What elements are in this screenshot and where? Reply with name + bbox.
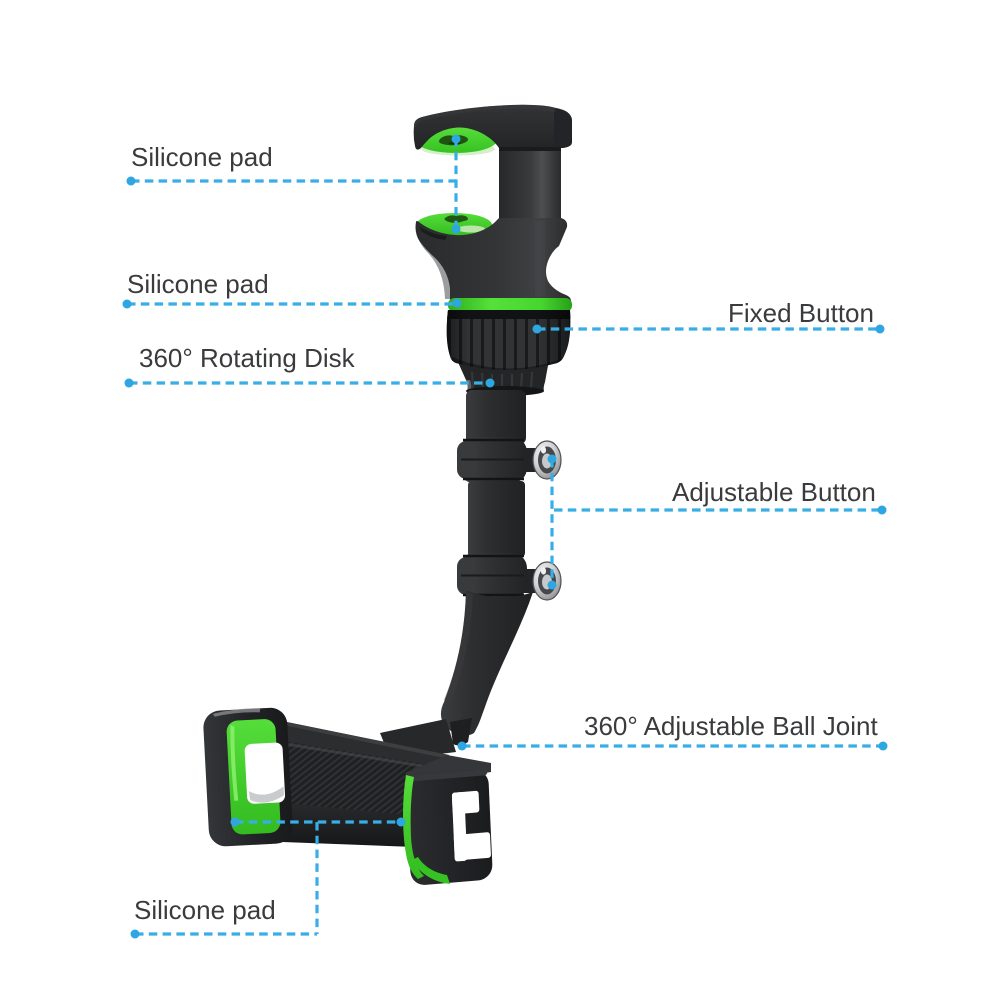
callout-dot: [878, 741, 888, 751]
foot-edge-highlight: [420, 242, 450, 299]
callout-dot: [877, 505, 887, 515]
callout-dots: [122, 134, 888, 939]
cradle-left-clamp: [203, 707, 293, 847]
callout-dot: [452, 298, 462, 308]
clamp-top-jaw: [413, 104, 572, 150]
label-silicone-pad-cradle: Silicone pad: [134, 895, 276, 925]
callout-dot: [532, 324, 542, 334]
left-clamp-top-edge-light: [212, 708, 261, 717]
callout-dot: [230, 817, 240, 827]
label-fixed-button: Fixed Button: [728, 298, 874, 328]
left-clamp-green-highlight: [230, 724, 239, 801]
arm-segment-2: [468, 481, 525, 557]
adjustable-button-2-highlight: [540, 567, 547, 575]
phone-cradle: [203, 707, 493, 885]
right-clamp-top-face: [408, 769, 488, 782]
callout-lines: [127, 138, 883, 936]
left-clamp-opening-wall: [248, 786, 285, 803]
callout-dot: [485, 378, 495, 388]
cradle-panel-seam: [276, 741, 450, 772]
cradle-right-clamp: [403, 755, 493, 885]
right-clamp-notch-top: [451, 790, 480, 815]
callout-dot: [451, 134, 461, 144]
callout-dot: [875, 324, 885, 334]
silicone-ring: [448, 298, 572, 312]
label-ball-joint: 360° Adjustable Ball Joint: [584, 711, 878, 741]
ball-joint-neck: [450, 718, 472, 746]
callout-dot: [130, 929, 140, 939]
callout-dot: [457, 741, 467, 751]
clamp-top-jaw-side: [554, 108, 572, 148]
rotating-disk-assembly: [446, 298, 572, 396]
left-clamp-opening: [244, 742, 286, 804]
bottom-pad-underside: [457, 225, 485, 233]
callout-dot: [122, 299, 132, 309]
arm-lower-bend: [440, 590, 533, 736]
arm-segment-1: [466, 390, 526, 444]
callout-dot: [547, 580, 557, 590]
callout-dot: [396, 817, 406, 827]
callout-dot: [126, 176, 136, 186]
clamp-column-seam: [499, 147, 561, 151]
disk-ribs: [446, 310, 571, 370]
clamp-bottom-jaw: [415, 218, 571, 301]
right-clamp-notch-bottom: [453, 832, 491, 861]
label-adjustable-button: Adjustable Button: [672, 477, 876, 507]
callout-dot: [124, 378, 134, 388]
label-silicone-pad-ring: Silicone pad: [127, 269, 269, 299]
bottom-jaw-lip: [420, 227, 447, 240]
arm-lower-highlight: [444, 592, 473, 703]
silicone-pad-right-clamp: [403, 775, 424, 879]
adjustable-button-1-highlight: [540, 446, 547, 454]
label-silicone-pad-top: Silicone pad: [131, 142, 273, 172]
adjustable-arm: [440, 390, 562, 746]
callout-dot: [451, 224, 461, 234]
label-rotating-disk: 360° Rotating Disk: [139, 343, 355, 373]
bottom-pad-texture: [444, 215, 468, 223]
top-jaw-highlight: [414, 104, 556, 128]
bell-highlight: [534, 221, 545, 296]
callout-dot: [547, 454, 557, 464]
mirror-clamp: [413, 104, 572, 301]
right-clamp-green-bottom: [412, 857, 450, 884]
clamp-column: [499, 147, 561, 219]
cradle-top-rail-highlight: [272, 719, 449, 759]
